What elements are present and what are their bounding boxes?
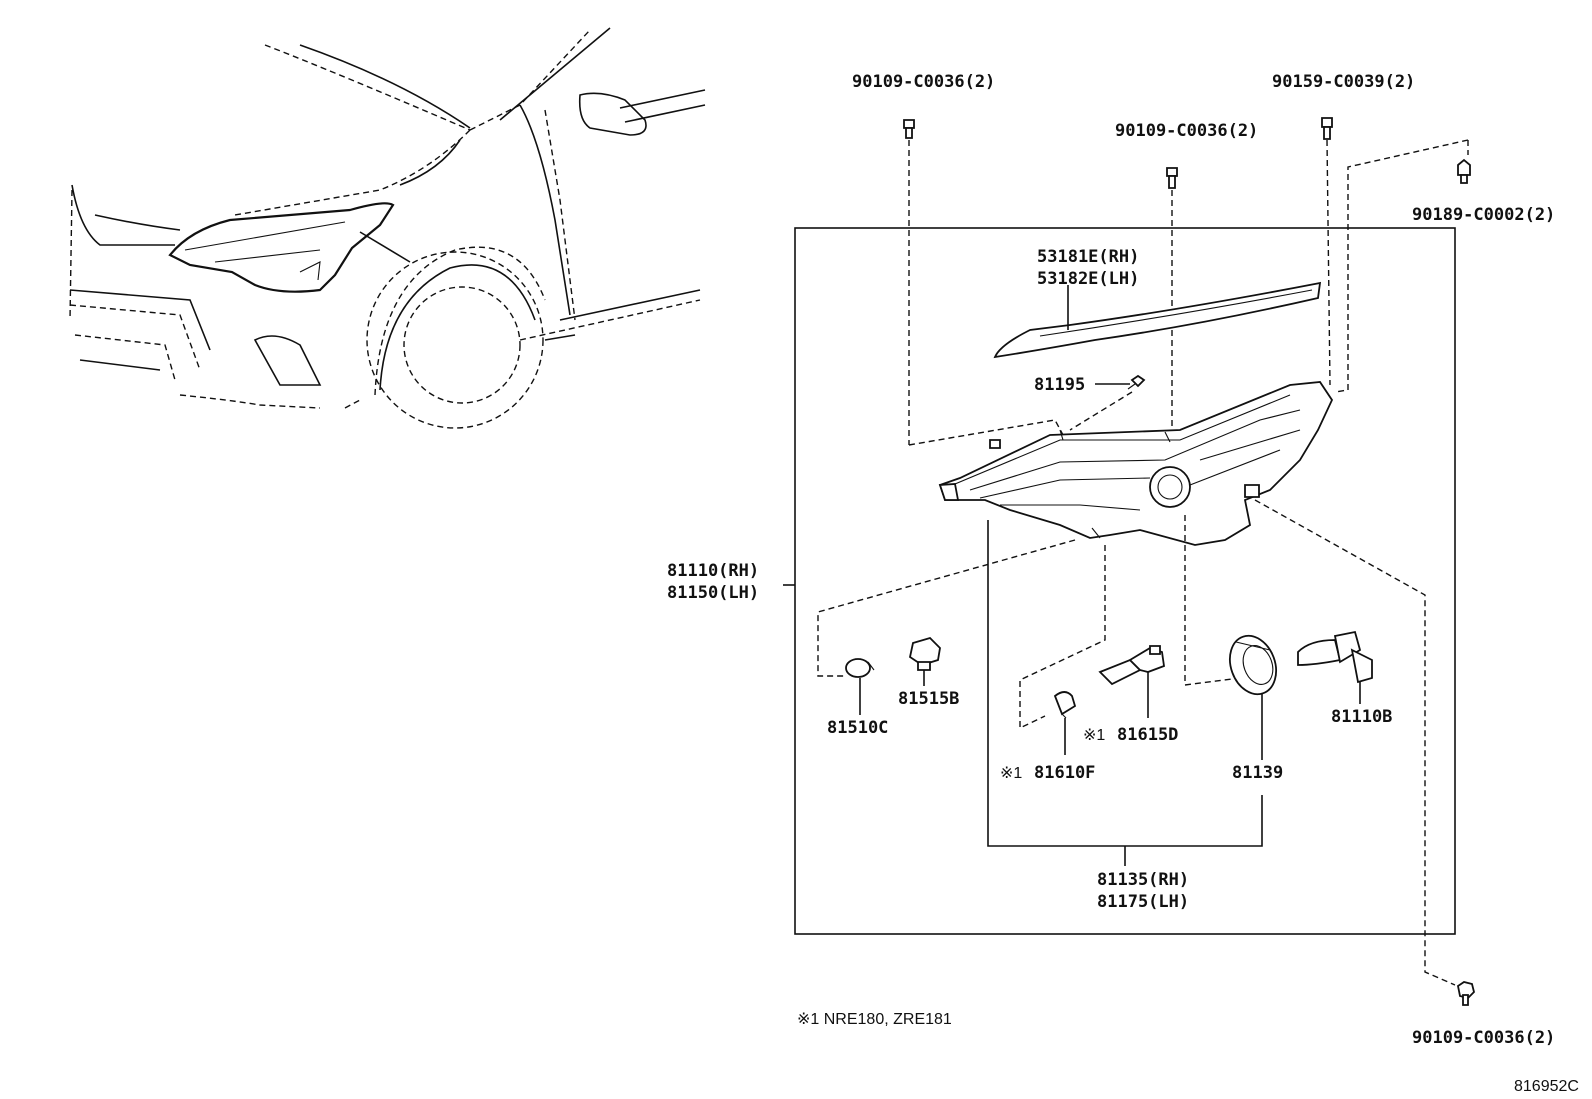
headlamp-cover-strip	[993, 281, 1322, 359]
label-headlamp-rh: 81110(RH)	[667, 561, 759, 581]
parts-frame	[794, 227, 1456, 935]
bulb-81610f-icon	[1053, 691, 1077, 719]
bolt-bottom-icon	[1456, 981, 1475, 1006]
bulb-81110b-icon	[1297, 630, 1373, 684]
mark-1-bulb: ※1	[1000, 765, 1022, 782]
label-screw: 81195	[1034, 375, 1085, 395]
bulb-81510c-icon	[845, 658, 875, 678]
label-bolt-top-left: 90109-C0036(2)	[852, 72, 995, 92]
figure-code: 816952C	[1514, 1078, 1579, 1095]
label-unit-lh: 81175(LH)	[1097, 892, 1189, 912]
car-front-illustration	[69, 27, 706, 429]
headlamp-assembly	[938, 381, 1334, 546]
bolt-top-mid-icon	[1166, 167, 1178, 189]
label-cover-lh: 53182E(LH)	[1037, 269, 1139, 289]
label-unit-rh: 81135(RH)	[1097, 870, 1189, 890]
socket-81615d-icon	[1098, 645, 1165, 686]
label-socket-81515b: 81515B	[898, 689, 959, 709]
label-cover-rh: 53181E(RH)	[1037, 247, 1139, 267]
clip-right-icon	[1457, 158, 1471, 184]
label-bolt-top-right: 90159-C0039(2)	[1272, 72, 1415, 92]
label-bulb-81610f: 81610F	[1034, 763, 1095, 783]
label-cap-81139: 81139	[1232, 763, 1283, 783]
label-bolt-bottom: 90109-C0036(2)	[1412, 1028, 1555, 1048]
cap-81139-icon	[1229, 634, 1277, 696]
label-bulb-81510c: 81510C	[827, 718, 888, 738]
footnote: ※1 NRE180, ZRE181	[797, 1011, 952, 1028]
bolt-top-right-icon	[1321, 117, 1333, 140]
screw-icon	[1127, 374, 1146, 390]
label-bulb-81110b: 81110B	[1331, 707, 1392, 727]
label-headlamp-lh: 81150(LH)	[667, 583, 759, 603]
mark-1-socket: ※1	[1083, 727, 1105, 744]
label-clip-right: 90189-C0002(2)	[1412, 205, 1555, 225]
socket-81515b-icon	[908, 636, 941, 671]
bolt-top-left-icon	[903, 119, 915, 139]
label-bolt-top-mid: 90109-C0036(2)	[1115, 121, 1258, 141]
label-socket-81615d: 81615D	[1117, 725, 1178, 745]
